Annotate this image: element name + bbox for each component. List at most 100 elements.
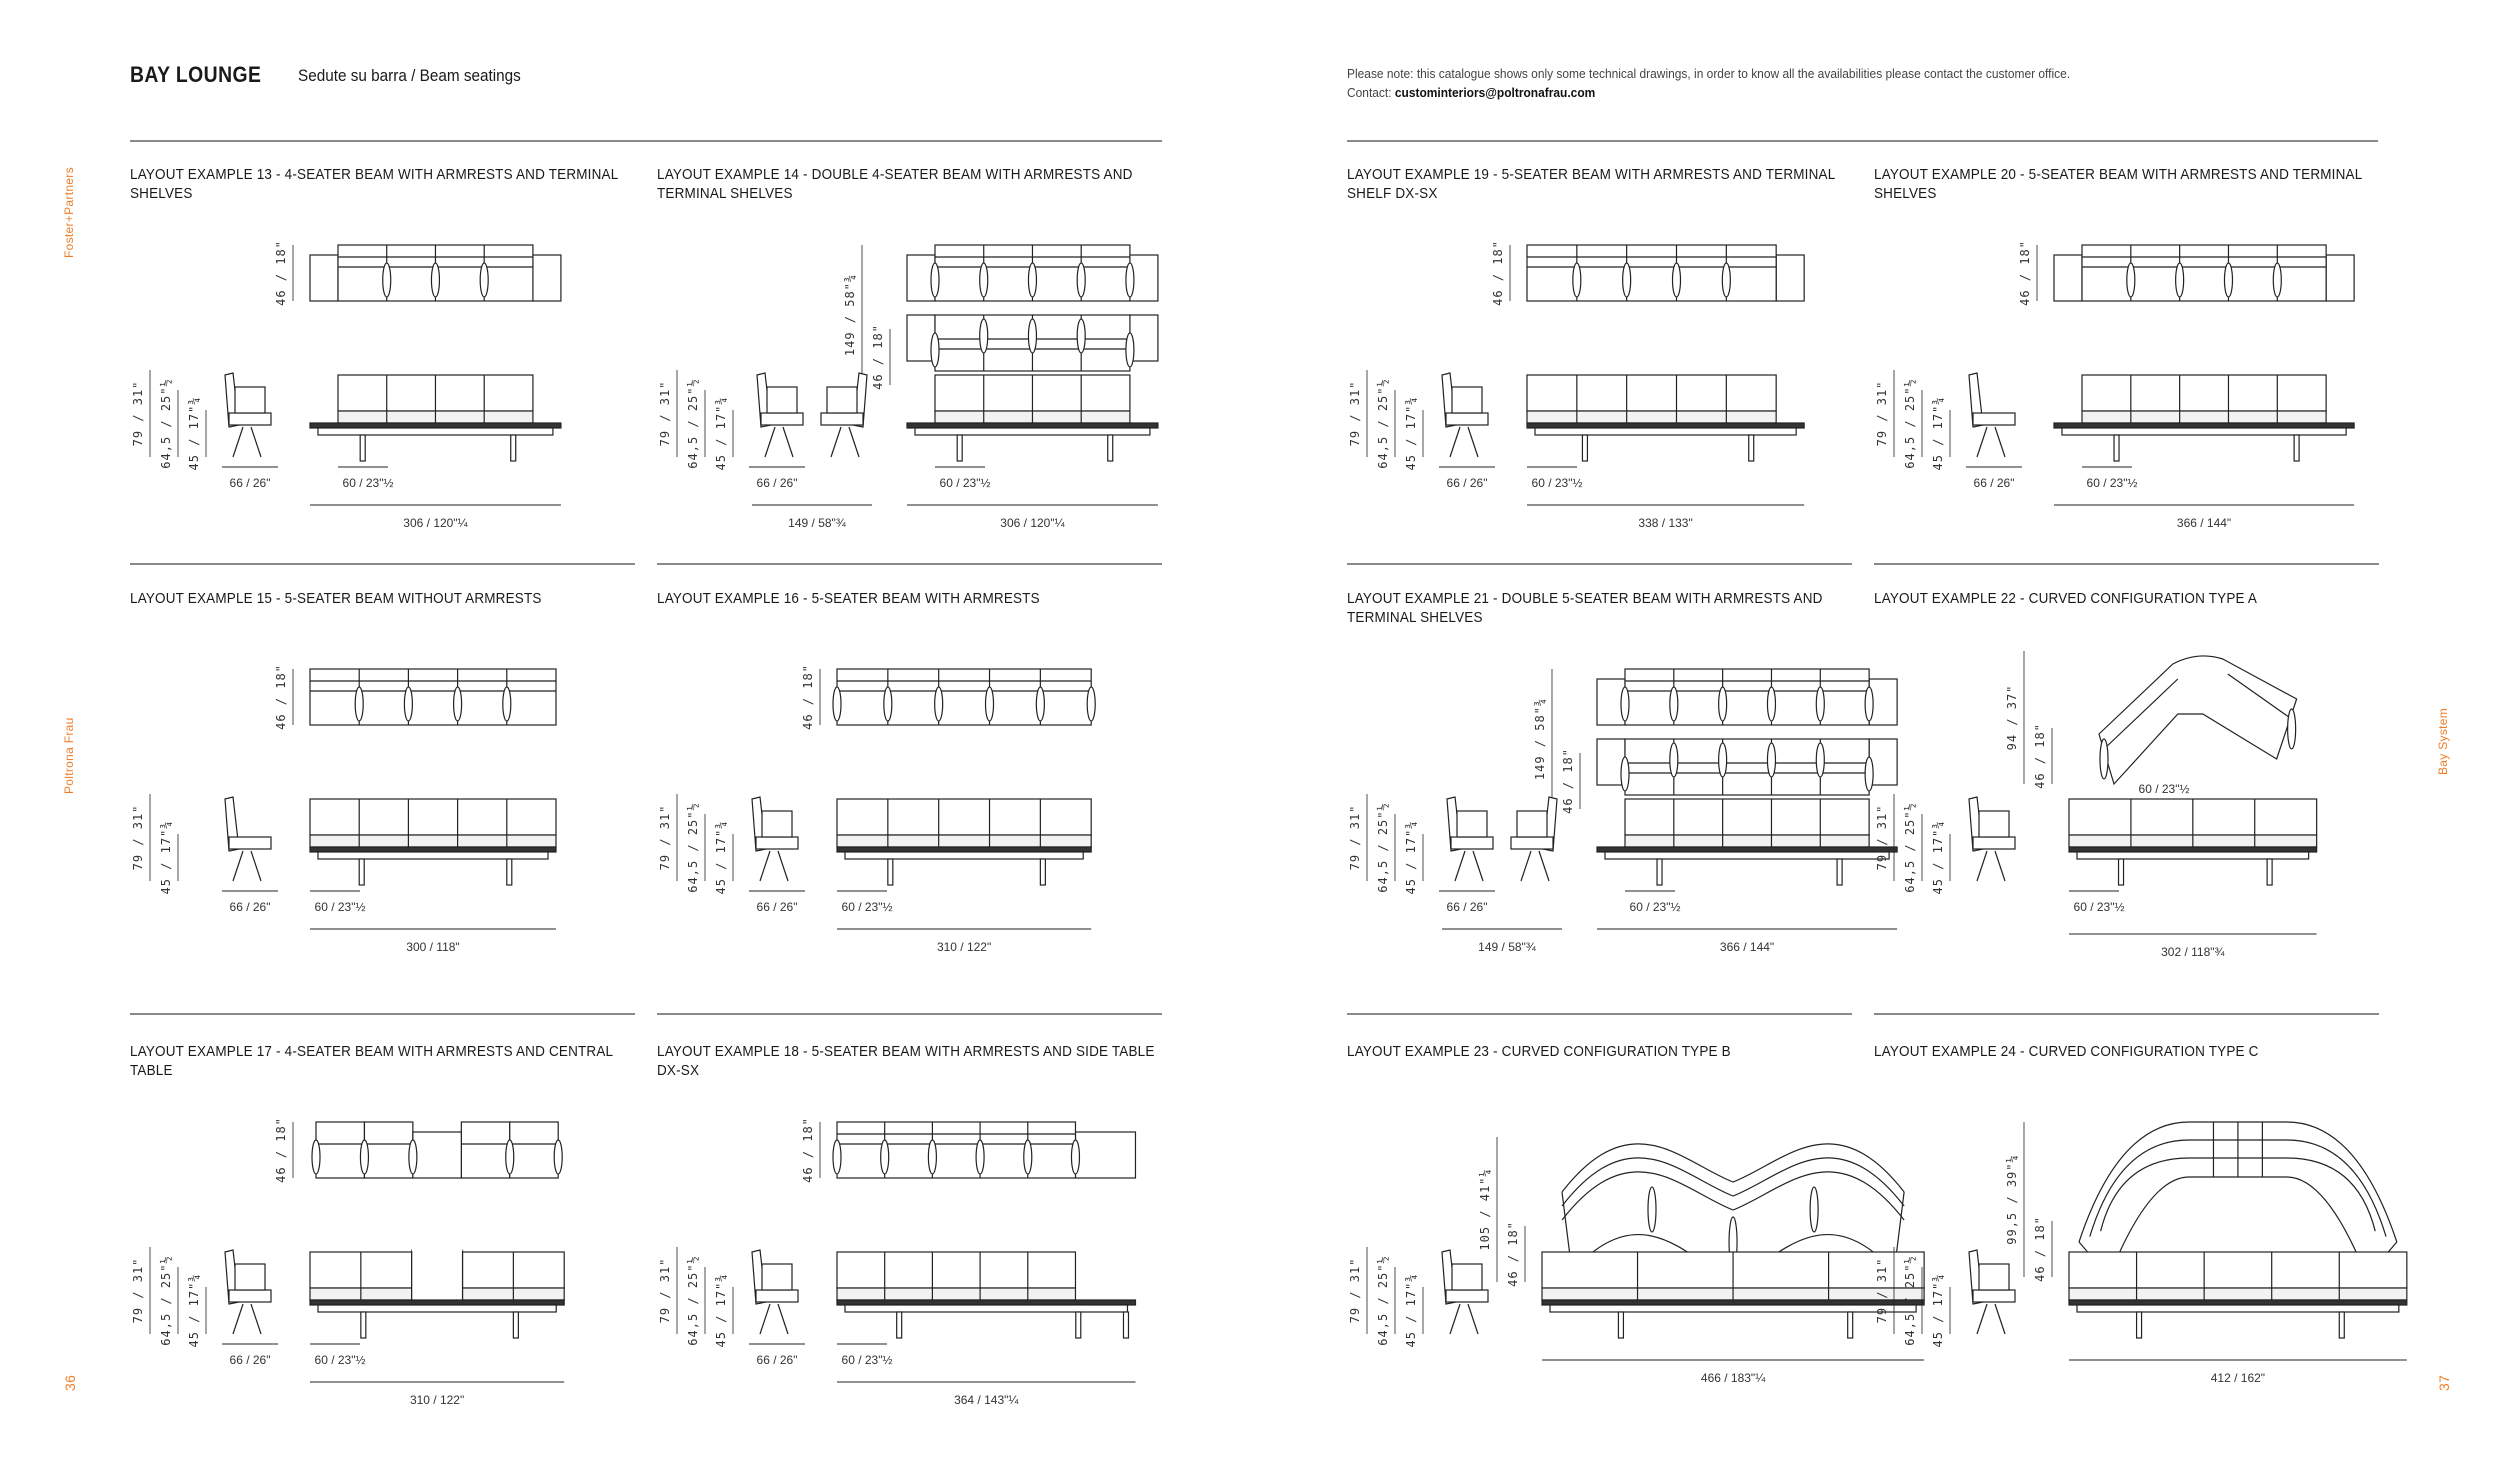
armrest (359, 1139, 370, 1175)
chair-leg (1449, 1303, 1461, 1335)
armrest (1125, 332, 1135, 368)
chair-leg (777, 1303, 789, 1335)
seat-beam-top (309, 668, 557, 726)
front-view (906, 374, 1159, 462)
armrest (1647, 1186, 1657, 1233)
dimension-label: 366 / 144" (1720, 940, 1774, 954)
dimension-label: 302 / 118"¾ (2161, 945, 2225, 959)
dimension-label: 64,5 / 25"½ (1903, 1255, 1917, 1345)
armrest (2126, 262, 2136, 298)
beam-front (2061, 427, 2347, 436)
armrest (979, 318, 989, 354)
beam-leg (896, 1311, 903, 1339)
dimension-label: 466 / 183"¼ (1701, 1371, 1766, 1385)
dimension-label: 79 / 31" (1875, 805, 1889, 871)
dimension-label: 45 / 17"¾ (714, 396, 728, 470)
dimension-label: 45 / 17"¾ (1404, 1273, 1418, 1347)
dimension-label: 64,5 / 25"½ (1903, 378, 1917, 468)
armrest (311, 1139, 321, 1175)
beam-shelf-front (309, 1299, 565, 1306)
chair-leg (1976, 1303, 1988, 1335)
chair-leg (250, 850, 262, 882)
dimension-label: 79 / 31" (658, 381, 672, 447)
chair-leg (1467, 426, 1479, 458)
brand-label: Poltrona Frau (62, 717, 76, 794)
dimension-label: 105 / 41"¼ (1478, 1168, 1492, 1250)
beam-front (317, 851, 549, 860)
seat-beam-top (836, 1121, 1077, 1179)
central-table-top (412, 1131, 462, 1179)
dimension-label: 46 / 18" (2018, 240, 2032, 306)
beam-front (2076, 1304, 2400, 1313)
terminal-shelf (906, 254, 936, 302)
armrest (1669, 686, 1679, 722)
chair-seat (1972, 1289, 2016, 1303)
dimension-label: 45 / 17"¾ (1931, 396, 1945, 470)
beam-leg (2113, 434, 2120, 462)
contact-email-link[interactable]: custominteriors@poltronafrau.com (1394, 85, 1596, 100)
terminal-shelf (309, 254, 339, 302)
backrest-front (1526, 374, 1777, 412)
backrest-front (2068, 1251, 2408, 1289)
armrest (354, 686, 364, 722)
beam-front (317, 427, 554, 436)
front-view (1541, 1251, 1925, 1339)
chair-leg (759, 1303, 771, 1335)
beam-leg (512, 1311, 519, 1339)
layout-example-title: LAYOUT EXAMPLE 13 - 4-SEATER BEAM WITH A… (130, 166, 618, 202)
dimension-label: 149 / 58"¾ (1478, 940, 1537, 954)
chair-leg (1467, 1303, 1479, 1335)
collection-label: Bay System (2436, 707, 2450, 775)
beam-leg (887, 858, 894, 886)
chair-armrest (234, 1263, 266, 1291)
row-rule (1874, 563, 2379, 565)
row-rule (1347, 563, 1852, 565)
armrest (934, 686, 944, 722)
chair-armrest (761, 1263, 793, 1291)
seat-beam-top (836, 668, 1092, 726)
chair-leg (232, 1303, 244, 1335)
armrest (2272, 262, 2282, 298)
chair-leg (848, 426, 860, 458)
terminal-shelf (2053, 254, 2083, 302)
top-view: 46 / 18" (801, 1117, 1137, 1183)
beam-leg (2266, 858, 2273, 886)
beam-leg (1581, 434, 1589, 462)
row-rule (657, 563, 1162, 565)
armrest (1620, 756, 1630, 792)
armrest (832, 1139, 842, 1175)
table-gap (411, 1249, 464, 1301)
layout-example-title: LAYOUT EXAMPLE 16 - 5-SEATER BEAM WITH A… (657, 590, 1040, 607)
dimension-label: 412 / 162" (2211, 1371, 2265, 1385)
dimension-label: 149 / 58"¾ (788, 516, 847, 530)
armrest (1023, 1139, 1033, 1175)
beam-shelf-front (2068, 846, 2318, 853)
chair-seat (1445, 1289, 1489, 1303)
chair-leg (764, 426, 776, 458)
armrest (505, 1139, 515, 1175)
chair-armrest (1451, 1263, 1483, 1291)
dimension-label: 79 / 31" (131, 1258, 145, 1324)
layout-example-title: LAYOUT EXAMPLE 20 - 5-SEATER BEAM WITH A… (1874, 166, 2362, 202)
armrest (1669, 742, 1679, 778)
dimension-label: 66 / 26" (757, 476, 798, 490)
chair-seat (1450, 836, 1494, 850)
armrest (930, 332, 940, 368)
dimension-label: 45 / 17"¾ (187, 1273, 201, 1347)
contact-label: Contact: (1347, 85, 1395, 100)
terminal-shelf (1775, 254, 1805, 302)
beam-shelf-front (2068, 1299, 2408, 1306)
armrest (1086, 686, 1096, 722)
dimension-label: 60 / 23"½ (842, 900, 893, 914)
dimension-label: 66 / 26" (757, 1353, 798, 1367)
beam-front (844, 851, 1084, 860)
armrest (1815, 686, 1825, 722)
layout-example-panel: LAYOUT EXAMPLE 24 - CURVED CONFIGURATION… (1874, 1042, 2408, 1462)
